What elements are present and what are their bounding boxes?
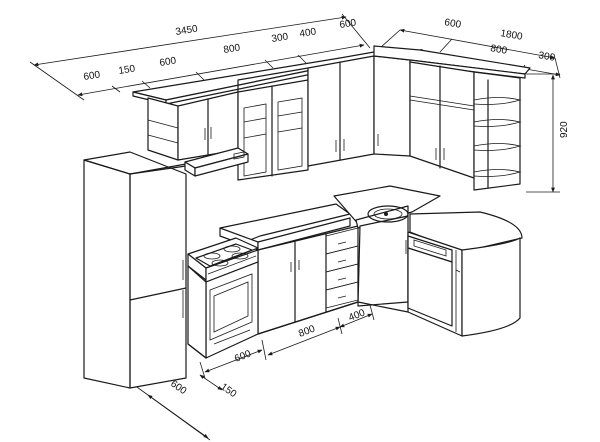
dim-label-right-300: 300 [537,50,556,64]
dimension-lines-top [29,13,371,101]
dim-label-top-400: 400 [299,26,318,40]
upper-cabinets [132,45,531,191]
dim-label-right-600: 600 [443,17,462,31]
dim-label-right-800: 800 [489,43,508,57]
dim-label-height-920: 920 [559,121,570,138]
dim-label-right-1800: 1800 [499,28,523,43]
dim-label-top-total: 3450 [175,24,199,38]
dimension-labels: 3450 600 150 600 800 300 400 600 600 180… [83,17,570,400]
dimension-line-height [526,73,560,193]
dim-label-top-600-left: 600 [83,69,102,83]
tall-cabinet [83,151,187,389]
dim-label-top-600-b: 600 [159,55,178,69]
base-cabinets [219,185,523,337]
plinth [187,301,409,359]
dim-label-bottom-150: 150 [218,381,238,400]
range-hood [184,147,249,177]
dim-label-top-800: 800 [223,42,242,56]
stove [187,237,259,359]
dimension-lines-bottom [129,304,375,441]
dim-label-top-300: 300 [271,31,290,45]
dim-label-bottom-600-b: 600 [168,378,188,397]
dim-label-bottom-600-a: 600 [233,348,253,364]
dim-label-bottom-400: 400 [347,307,367,323]
dim-label-top-150: 150 [118,63,137,77]
dim-label-top-600-c: 600 [339,17,358,31]
